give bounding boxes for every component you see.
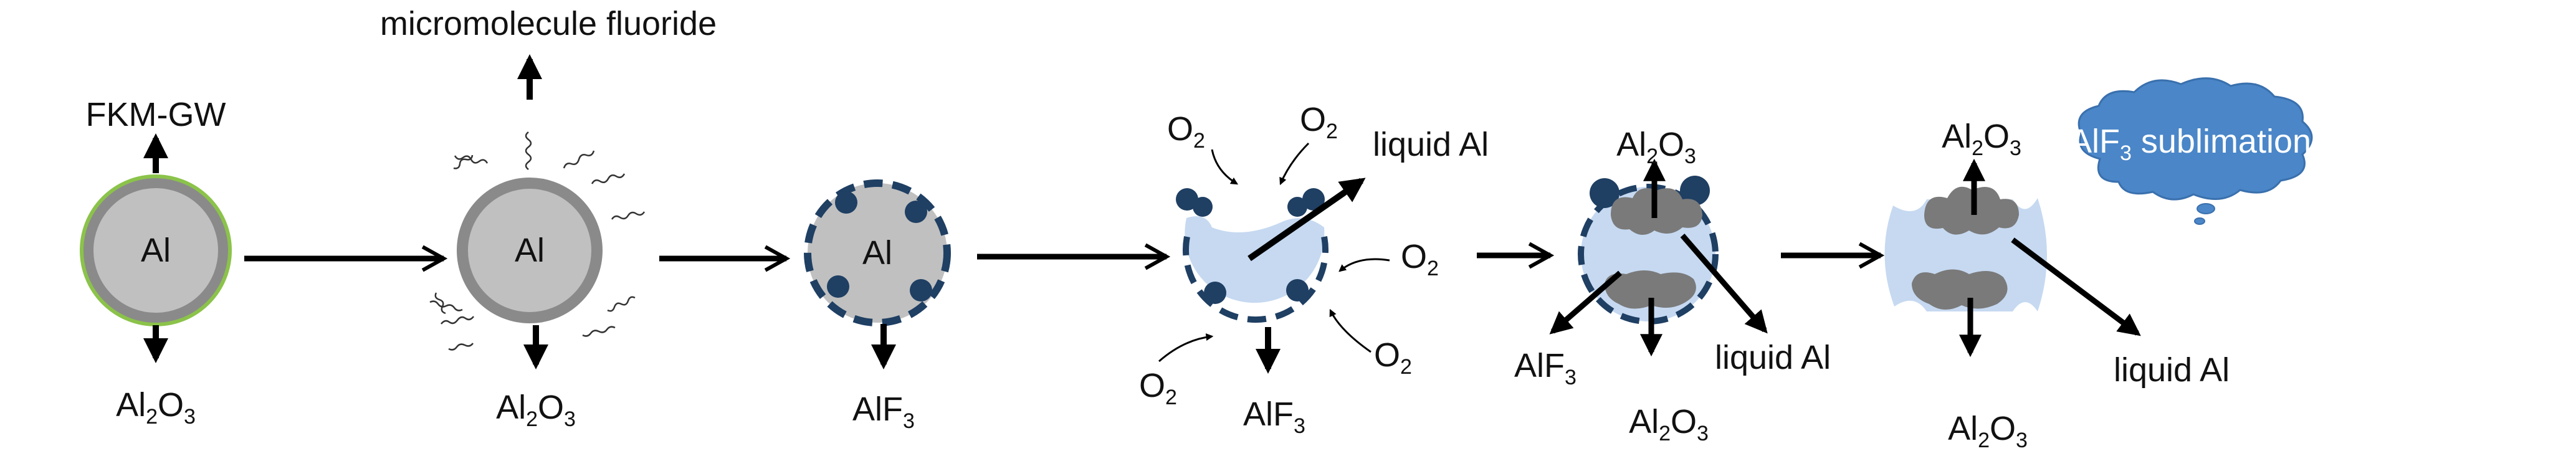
al2o3-product-bottom: [1912, 269, 2008, 310]
fkm-coating-ring: [80, 174, 232, 326]
liquid-al-label: liquid Al: [2114, 351, 2230, 389]
cloud-label: AlF3 sublimation: [2069, 123, 2311, 165]
svg-text:O2: O2: [1167, 110, 1205, 153]
al2o3-label: Al2O3: [116, 386, 196, 429]
stage-5: Al2O3 AlF3 liquid Al Al2O3: [1514, 126, 1831, 445]
svg-text:O2: O2: [1139, 367, 1177, 409]
alf3-label: AlF3: [852, 391, 915, 433]
stage-6: Al2O3 liquid Al Al2O3: [1884, 118, 2230, 452]
liquid-al-region: [1185, 216, 1325, 303]
liquid-al-label: liquid Al: [1373, 126, 1489, 163]
alf3-shell-dashed: [1578, 184, 1719, 325]
al2o3-label: Al2O3: [496, 389, 576, 431]
stage-2: Al micromolecule fluoride Al2O3: [380, 5, 717, 431]
micromolecule-fluoride-label: micromolecule fluoride: [380, 5, 717, 42]
arrow-right-liquid-al: [2011, 237, 2141, 336]
liquid-al-label: liquid Al: [1715, 339, 1831, 376]
alf3-particles: [1590, 176, 1710, 208]
cloud-shape: [2077, 77, 2313, 201]
al2o3-top-label: Al2O3: [1942, 118, 2021, 160]
al-particle: [83, 178, 228, 323]
stage-4: liquid Al O2 O2 O2 O2 O2 AlF3: [1139, 101, 1489, 438]
al2o3-bottom-label: Al2O3: [1948, 410, 2028, 452]
fluoride-squiggles: [429, 131, 646, 351]
al-core-label: Al: [862, 234, 892, 272]
stage-3: Al AlF3: [804, 179, 951, 433]
sublimation-cloud: AlF3 sublimation: [2069, 77, 2313, 225]
stage-1: Al FKM-GW Al2O3: [80, 96, 232, 429]
o2-right: O2: [1338, 238, 1439, 280]
o2-top-left: O2: [1167, 110, 1239, 185]
arrow-liquid-al: [1247, 178, 1366, 262]
o2-bottom-right: O2: [1329, 308, 1412, 379]
al2o3-product-bottom: [1605, 270, 1696, 309]
arrow-right-liquid-al: [1680, 234, 1768, 334]
al2o3-top-label: Al2O3: [1616, 126, 1696, 168]
o2-bottom-left: O2: [1139, 333, 1214, 409]
svg-text:O2: O2: [1401, 238, 1439, 280]
al2o3-bottom-label: Al2O3: [1629, 403, 1709, 445]
al-core-label: Al: [141, 232, 171, 269]
alf3-shell-dashed: [1183, 236, 1329, 323]
alf3-label: AlF3: [1243, 396, 1305, 438]
al-core-label: Al: [515, 232, 545, 269]
al-particle: [457, 178, 603, 323]
fkm-gw-label: FKM-GW: [86, 96, 226, 133]
svg-text:O2: O2: [1300, 101, 1338, 143]
arrow-left-alf3: [1549, 270, 1622, 335]
alf3-particles: [827, 191, 932, 302]
o2-top-right: O2: [1279, 101, 1338, 186]
svg-text:O2: O2: [1374, 336, 1412, 379]
cloud-tail-2: [2194, 217, 2205, 225]
alf3-left-label: AlF3: [1514, 347, 1577, 389]
alf3-particles: [1176, 188, 1325, 304]
cloud-tail-1: [2197, 203, 2215, 214]
